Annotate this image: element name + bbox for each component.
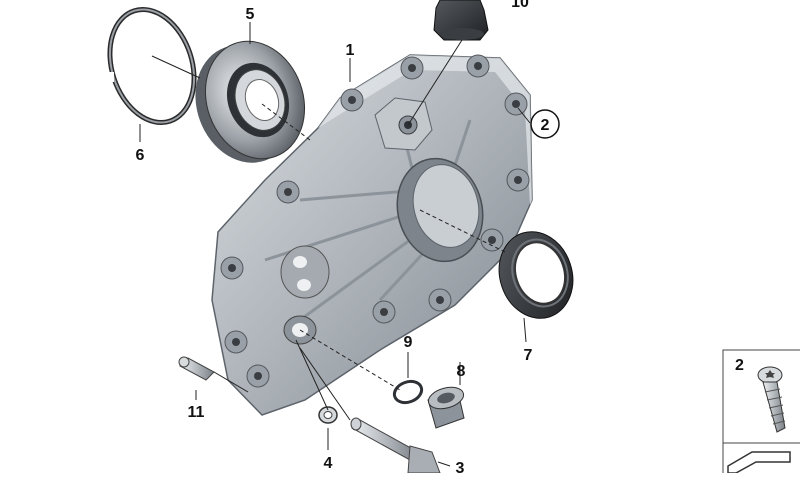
shaft-seal-part xyxy=(498,231,574,319)
plug-part xyxy=(427,386,465,429)
callout-2-circle xyxy=(530,109,560,139)
sensor-part xyxy=(350,417,441,474)
callout-9: 9 xyxy=(404,334,413,351)
callout-4: 4 xyxy=(324,455,333,472)
inset-panel: 2 xyxy=(722,349,800,478)
callout-7: 7 xyxy=(524,347,533,364)
callout-11: 11 xyxy=(188,404,205,421)
o-ring-part xyxy=(392,379,424,405)
rubber-cap-part xyxy=(433,0,489,41)
inset-label: 2 xyxy=(735,357,744,374)
assembly-lines xyxy=(151,39,506,421)
callout-6: 6 xyxy=(136,147,145,164)
torx-screw-icon xyxy=(757,366,786,433)
leader-lines xyxy=(139,22,531,467)
callout-8: 8 xyxy=(457,363,466,380)
ball-bearing-part xyxy=(195,40,306,163)
callout-10: 10 xyxy=(511,0,529,11)
housing-cover-part xyxy=(211,54,533,416)
callout-3: 3 xyxy=(456,460,465,473)
callout-2: 2 xyxy=(541,117,550,134)
callout-5: 5 xyxy=(246,6,255,23)
callout-1: 1 xyxy=(346,42,355,59)
circlip-part xyxy=(104,6,197,126)
sealing-washer-part xyxy=(318,406,338,424)
dowel-pin-part xyxy=(178,356,215,381)
